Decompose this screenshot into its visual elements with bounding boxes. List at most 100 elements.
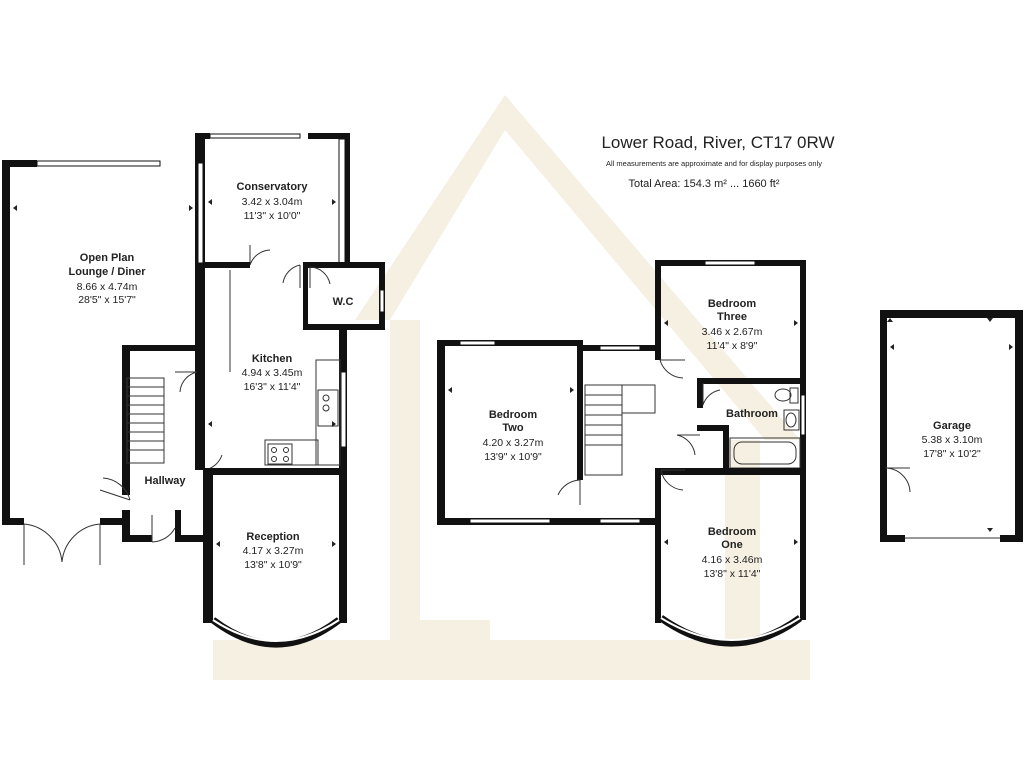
window — [599, 518, 641, 524]
wall — [195, 160, 205, 470]
window — [379, 289, 385, 313]
disclaimer-text: All measurements are approximate and for… — [606, 159, 822, 168]
door — [151, 515, 176, 543]
bedroom-two-imperial: 13'9" x 10'9" — [484, 451, 542, 463]
wall — [2, 160, 37, 167]
wall — [122, 510, 130, 540]
wall — [303, 262, 308, 330]
sliding-door-window — [36, 160, 161, 167]
staircase — [584, 384, 656, 476]
door — [282, 264, 301, 288]
wall — [655, 468, 661, 623]
kitchen-name: Kitchen — [252, 353, 293, 365]
wall — [577, 340, 583, 480]
window — [197, 162, 204, 264]
wall — [800, 260, 806, 620]
wall — [723, 425, 729, 470]
wall — [203, 468, 213, 623]
wall — [2, 160, 10, 525]
window — [704, 260, 756, 266]
lounge-imperial: 28'5" x 15'7" — [78, 294, 136, 306]
first-floor — [437, 260, 806, 647]
wall — [205, 262, 250, 268]
window — [469, 518, 551, 524]
wall — [122, 345, 197, 351]
door — [175, 371, 198, 393]
bathroom-name: Bathroom — [726, 408, 778, 420]
garage-imperial: 17'8" x 10'2" — [923, 448, 981, 460]
french-door — [23, 523, 63, 565]
address-title: Lower Road, River, CT17 0RW — [601, 133, 834, 152]
ground-floor — [2, 133, 385, 648]
lounge-name-line2: Lounge / Diner — [69, 266, 147, 278]
french-door — [61, 523, 101, 565]
wall — [303, 324, 385, 330]
door — [660, 469, 685, 491]
lounge-name-line1: Open Plan — [80, 252, 135, 264]
wall — [437, 340, 445, 525]
bedroom-three-name-line1: Bedroom — [708, 298, 757, 310]
wall — [303, 262, 385, 268]
wall — [203, 468, 347, 475]
door — [249, 245, 271, 266]
dimension-arrows — [13, 199, 1013, 547]
bay-window-glass — [660, 617, 801, 641]
bedroom-three-imperial: 11'4" x 8'9" — [707, 340, 758, 352]
bedroom-three-metric: 3.46 x 2.67m — [702, 326, 763, 338]
wall — [345, 133, 350, 268]
window — [209, 133, 301, 139]
window — [800, 394, 806, 436]
wc-name: W.C — [333, 296, 354, 308]
kitchen-metric: 4.94 x 3.45m — [242, 367, 303, 379]
garage-name: Garage — [933, 420, 971, 432]
wall — [697, 378, 805, 384]
worktop — [264, 439, 319, 466]
conservatory-imperial: 11'3" x 10'0" — [244, 210, 301, 222]
bedroom-one-metric: 4.16 x 3.46m — [702, 554, 763, 566]
bay-window-glass — [212, 619, 340, 642]
wall — [195, 133, 210, 139]
window — [340, 371, 347, 448]
wall — [195, 133, 205, 163]
conservatory-name: Conservatory — [237, 181, 309, 193]
wall — [880, 310, 887, 540]
door — [659, 359, 685, 379]
reception-imperial: 13'8" x 10'9" — [244, 559, 302, 571]
wall — [697, 378, 703, 408]
wall — [1015, 310, 1023, 540]
bedroom-three-name-line2: Three — [717, 311, 747, 323]
bedroom-one-imperial: 13'8" x 11'4" — [704, 568, 761, 580]
garage-metric: 5.38 x 3.10m — [922, 434, 983, 446]
staircase — [126, 377, 165, 464]
wall — [697, 425, 727, 431]
wall — [1000, 535, 1023, 542]
sink-icon — [317, 389, 339, 427]
lounge-metric: 8.66 x 4.74m — [77, 281, 138, 293]
wall — [437, 340, 582, 346]
conservatory-metric: 3.42 x 3.04m — [242, 196, 303, 208]
wall — [880, 535, 905, 542]
watermark-logo — [213, 95, 810, 680]
window — [459, 340, 496, 346]
wall — [122, 535, 152, 542]
bedroom-two-name-line2: Two — [502, 422, 523, 434]
wall — [100, 518, 128, 525]
wall — [655, 468, 805, 475]
kitchen-imperial: 16'3" x 11'4" — [244, 381, 301, 393]
garage — [880, 310, 1023, 542]
wall — [655, 260, 661, 360]
toilet-icon — [774, 387, 799, 404]
window — [599, 345, 641, 351]
bedroom-one-name-line2: One — [721, 539, 742, 551]
door — [309, 266, 331, 288]
door — [204, 454, 228, 471]
wall — [175, 510, 181, 540]
wall — [175, 535, 205, 542]
window — [338, 138, 346, 265]
wall — [2, 518, 24, 525]
reception-metric: 4.17 x 3.27m — [243, 545, 304, 557]
wall — [308, 133, 348, 139]
hob-icon — [267, 443, 293, 465]
